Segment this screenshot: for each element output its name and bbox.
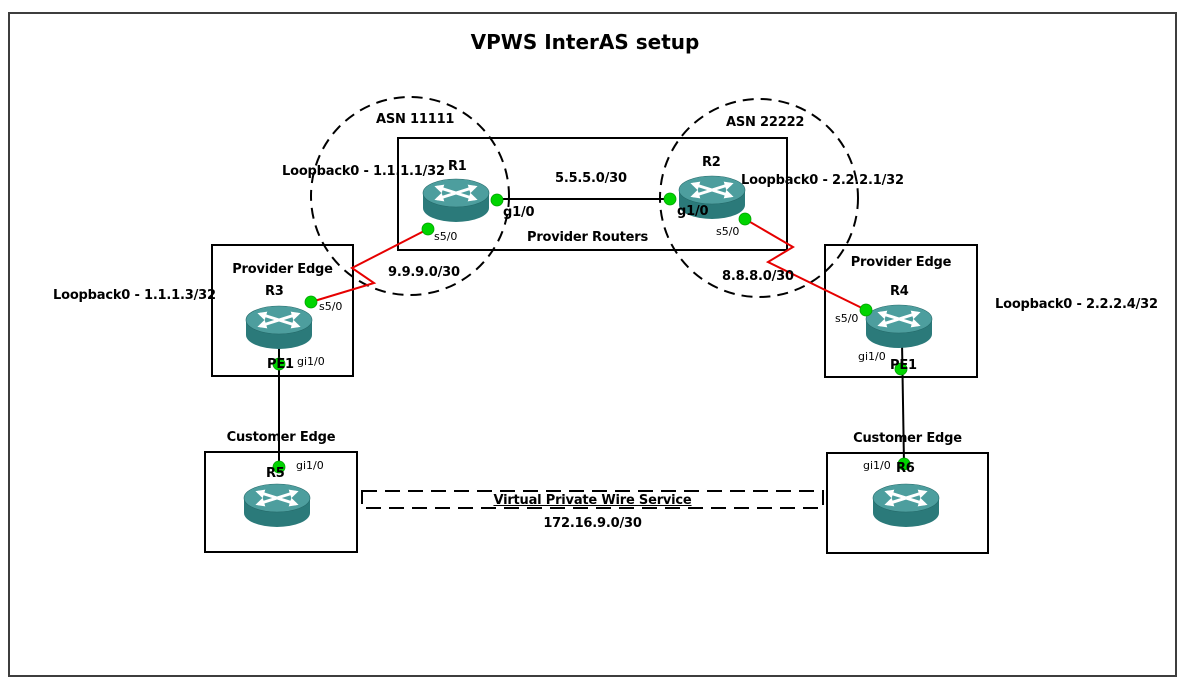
endpoint-dot-r4-serial: [859, 303, 873, 317]
link-r4-r6: [901, 341, 905, 465]
ce-right-label: Customer Edge: [853, 431, 962, 446]
r2-name-label: R2: [702, 155, 721, 170]
router-icon-r1: [423, 179, 489, 222]
endpoint-dot-r3-serial: [304, 295, 318, 309]
provider-routers-box: [397, 137, 788, 251]
serial-link-r1-r3: [310, 228, 429, 303]
endpoint-dot-r5-gig: [272, 460, 286, 474]
r2-loopback-label: Loopback0 - 2.2.2.1/32: [741, 173, 904, 188]
pe-right-label: Provider Edge: [850, 255, 952, 270]
r5-gig-if-label: gi1/0: [296, 459, 324, 472]
page-title: VPWS InterAS setup: [470, 30, 700, 54]
r1-gig-if-label: g1/0: [503, 205, 535, 220]
left-serial-subnet-label: 9.9.9.0/30: [388, 265, 460, 280]
canvas-border: [8, 12, 1177, 677]
r2-gig-if-label: g1/0: [677, 204, 709, 219]
r1-serial-if-label: s5/0: [434, 230, 458, 243]
r4-gig-if-label: gi1/0: [858, 350, 886, 363]
r3-role-label: PE1: [267, 357, 294, 372]
pe-left-label: Provider Edge: [232, 262, 333, 277]
r3-serial-if-label: s5/0: [319, 300, 343, 313]
endpoint-dot-r3-gig: [272, 357, 286, 371]
r1-loopback-label: Loopback0 - 1.1.1.1/32: [282, 164, 445, 179]
r5-name-label: R5: [266, 466, 285, 481]
asn-left-circle: [310, 96, 510, 296]
core-subnet-label: 5.5.5.0/30: [555, 171, 627, 186]
router-icon-r5: [244, 484, 310, 527]
endpoint-dot-r1-gig: [490, 193, 504, 207]
r3-loopback-label: Loopback0 - 1.1.1.3/32: [53, 288, 216, 303]
provider-routers-label: Provider Routers: [527, 230, 649, 245]
r6-gig-if-label: gi1/0: [863, 459, 891, 472]
r3-name-label: R3: [265, 284, 284, 299]
router-icon-r4: [866, 305, 932, 348]
r4-loopback-label: Loopback0 - 2.2.2.4/32: [995, 297, 1158, 312]
r1-name-label: R1: [448, 159, 467, 174]
router-icon-r3: [246, 306, 312, 349]
endpoint-dot-r4-gig: [894, 362, 908, 376]
asn-right-label: ASN 22222: [726, 115, 805, 130]
endpoint-dot-r6-gig: [897, 457, 911, 471]
pe-left-box: [211, 244, 354, 377]
right-serial-subnet-label: 8.8.8.0/30: [722, 269, 794, 284]
ce-left-box: [204, 451, 358, 553]
asn-left-label: ASN 11111: [376, 112, 455, 127]
serial-link-r2-r4: [744, 218, 867, 311]
ce-right-box: [826, 452, 989, 554]
endpoint-dot-r2-gig: [663, 192, 677, 206]
vpws-box: [361, 490, 824, 509]
endpoint-dot-r2-serial: [738, 212, 752, 226]
r6-name-label: R6: [896, 461, 915, 476]
vpws-label: Virtual Private Wire Service: [493, 493, 692, 508]
vpws-subnet-label: 172.16.9.0/30: [543, 516, 642, 531]
r2-serial-if-label: s5/0: [716, 225, 740, 238]
r4-name-label: R4: [890, 284, 909, 299]
r4-serial-if-label: s5/0: [835, 312, 859, 325]
ce-left-label: Customer Edge: [226, 430, 336, 445]
router-icon-r6: [873, 484, 939, 527]
r4-role-label: PE1: [890, 358, 917, 373]
endpoint-dot-r1-serial: [421, 222, 435, 236]
r3-gig-if-label: gi1/0: [297, 355, 325, 368]
pe-right-box: [824, 244, 978, 378]
